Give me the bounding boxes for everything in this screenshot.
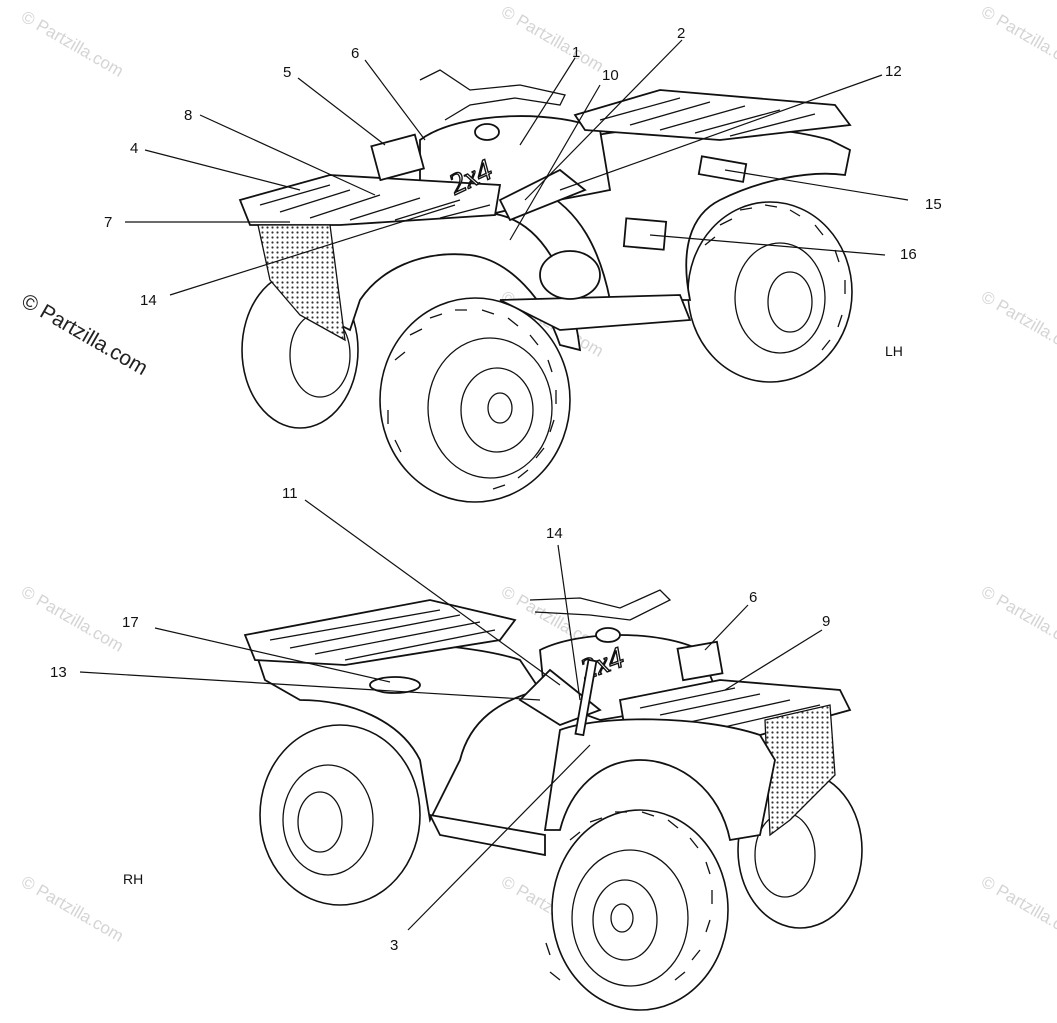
fuel-cap [474,123,500,141]
footrest [499,294,692,331]
callout-bottom-6: 6 [749,589,757,606]
watermark-text: © Partzilla.com [18,7,127,81]
callout-bottom-11: 11 [282,485,298,502]
callout-top-6: 6 [351,45,359,62]
atv-left-view: 2x4 [238,69,853,503]
rh-shift-lever [574,658,598,737]
callout-top-5: 5 [283,64,291,81]
callout-labels: 1 2 4 5 6 7 8 10 12 14 15 16 3 6 9 11 13… [50,25,942,954]
atv-right-view: 2x4 [243,589,863,1011]
handlebar [419,69,566,121]
callout-top-10: 10 [602,67,619,84]
rh-fuel-cap [595,627,621,643]
rh-front-grille [764,704,836,837]
headlight-pod [370,133,425,182]
callout-bottom-14: 14 [546,525,563,542]
callout-bottom-13: 13 [50,664,67,681]
side-label-lh: LH [885,343,903,359]
callout-top-4: 4 [130,140,138,157]
leader-lines [79,39,909,931]
watermark-text: © Partzilla.com [978,287,1057,361]
watermark-text: © Partzilla.com [18,582,127,656]
callout-top-15: 15 [925,196,942,213]
front-grille [257,224,346,342]
watermark-text: © Partzilla.com [18,872,127,946]
callout-top-8: 8 [184,107,192,124]
watermark-text: © Partzilla.com [978,2,1057,76]
rh-rear-rack [243,599,517,666]
side-decal [498,168,587,222]
engine-part [539,250,601,300]
rh-footrest [428,813,546,857]
callout-top-1: 1 [572,44,580,61]
rear-rack [573,89,852,141]
side-label-rh: RH [123,871,143,887]
callout-top-16: 16 [900,246,917,263]
rh-rear-fender-decal [369,676,421,694]
callout-top-12: 12 [885,63,902,80]
callout-top-14: 14 [140,292,157,309]
callout-bottom-9: 9 [822,613,830,630]
watermark-text: © Partzilla.com [498,2,607,76]
callout-bottom-3: 3 [390,937,398,954]
rear-side-decal [622,217,668,251]
rh-rear-wheel [259,724,421,906]
callout-bottom-17: 17 [122,614,139,631]
watermark-text: © Partzilla.com [978,582,1057,656]
rh-handlebar [529,589,672,621]
rh-front-wheel [545,809,729,1011]
watermark-text: © Partzilla.com [978,872,1057,946]
front-wheel [379,297,571,503]
rh-headlight-pod [676,640,724,682]
rh-front-fender [543,718,776,842]
rear-wheel [687,201,853,383]
callout-top-7: 7 [104,214,112,231]
watermark-main: © Partzilla.com [18,289,152,380]
callout-top-2: 2 [677,25,685,42]
